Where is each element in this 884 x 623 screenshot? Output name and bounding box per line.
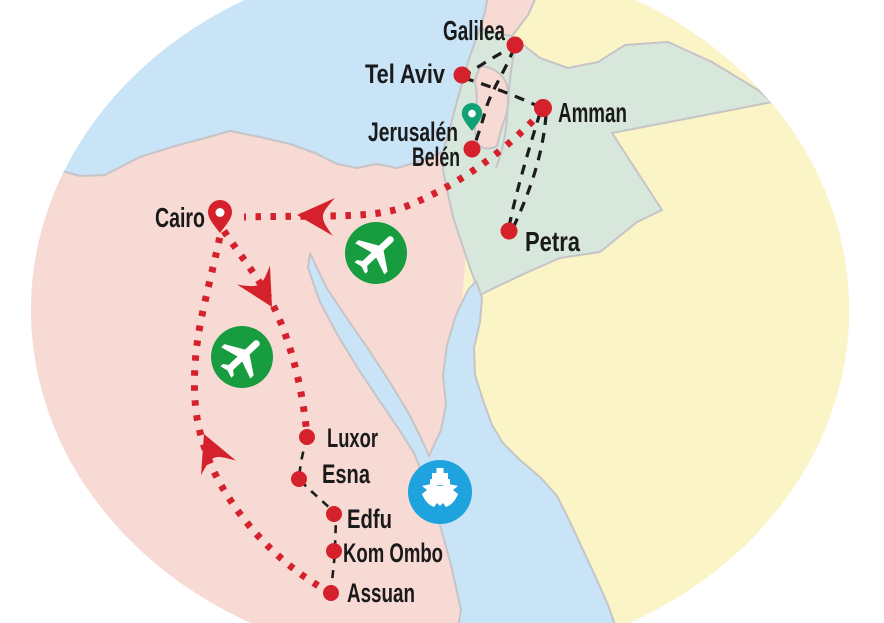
- city-label-assuan: Assuan: [347, 578, 415, 608]
- red-sea-gulfs: [307, 252, 618, 623]
- city-label-esna: Esna: [322, 459, 371, 489]
- route-flight-assuan-cairo: [190, 235, 333, 597]
- jordan-river-border: [495, 47, 516, 169]
- city-label-galilea: Galilea: [443, 15, 505, 46]
- city-dot-assuan: [323, 585, 339, 601]
- route-telaviv-amman: [463, 76, 541, 109]
- route-amman-petra-out: [507, 112, 542, 228]
- map-pin-icon: [461, 102, 483, 131]
- city-dot-kom-ombo: [326, 543, 342, 559]
- route-galilea-belen: [472, 47, 516, 148]
- plane-icon: [345, 221, 408, 284]
- city-label-edfu: Edfu: [347, 504, 392, 534]
- route-flight-amman-cairo: [243, 107, 546, 221]
- city-dot-belen: [463, 140, 481, 158]
- city-label-belen: Belén: [412, 142, 460, 172]
- city-dot-luxor: [299, 429, 315, 445]
- lebanon-region: [479, 0, 538, 37]
- city-dot-galilea: [506, 36, 524, 54]
- city-dot-esna: [291, 471, 307, 487]
- city-dot-petra: [500, 222, 518, 240]
- city-label-luxor: Luxor: [327, 423, 378, 453]
- city-dot-amman: [534, 99, 552, 117]
- route-amman-petra-back: [511, 114, 548, 229]
- city-label-jerusalen: Jerusalén: [368, 117, 458, 147]
- city-label-cairo: Cairo: [155, 202, 205, 233]
- plane-icon: [211, 325, 274, 388]
- city-label-kom-ombo: Kom Ombo: [343, 538, 443, 568]
- city-dot-edfu: [326, 506, 342, 522]
- city-dot-tel-aviv: [453, 66, 471, 84]
- boat-icon: [408, 460, 472, 524]
- city-label-tel-aviv: Tel Aviv: [365, 59, 445, 89]
- city-label-amman: Amman: [558, 97, 627, 128]
- map-pin-icon: [208, 200, 232, 233]
- city-label-petra: Petra: [525, 226, 580, 257]
